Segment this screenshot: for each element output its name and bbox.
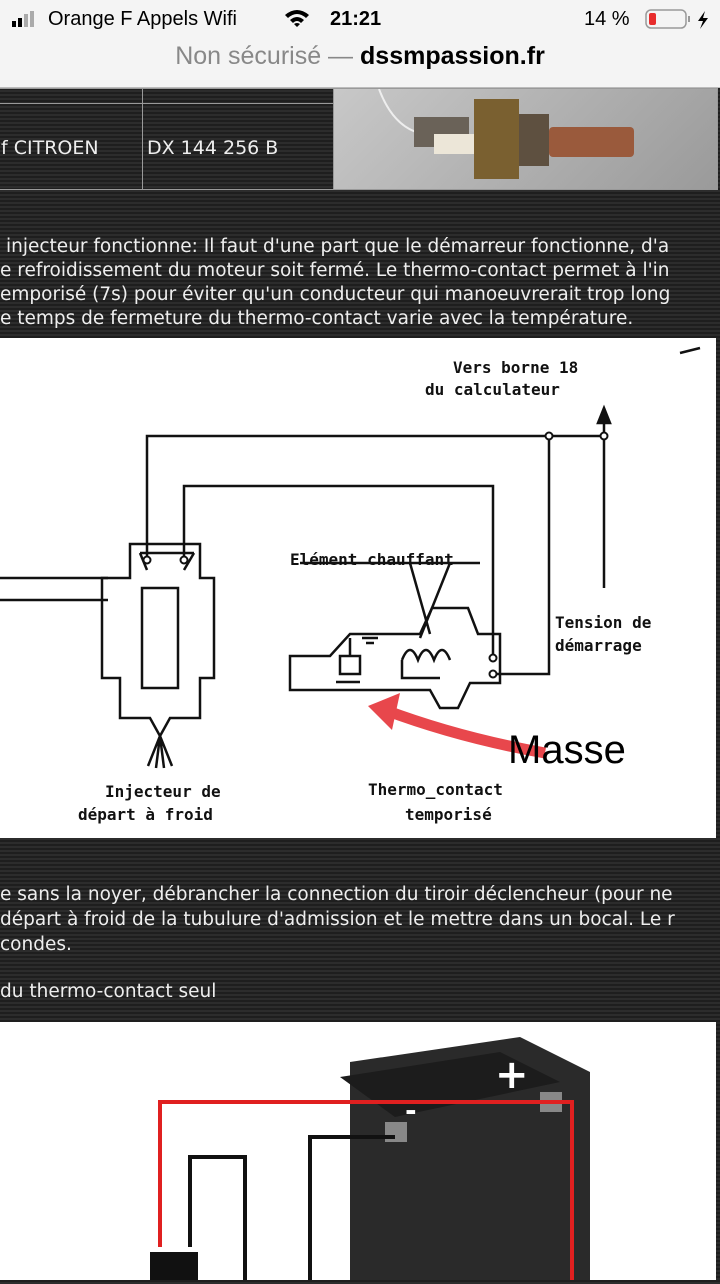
label-element-chauffant: Elément chauffant	[290, 550, 454, 569]
thermo-contact-photo	[333, 88, 718, 190]
status-bar: Orange F Appels Wifi 21:21 14 %	[0, 0, 720, 38]
text-line: départ à froid de la tubulure d'admissio…	[0, 909, 675, 930]
caption: du thermo-contact seul	[0, 981, 217, 1002]
domain: dssmpassion.fr	[360, 42, 545, 70]
minus-label: -	[405, 1094, 417, 1127]
text-line: condes.	[0, 934, 72, 955]
security-label: Non sécurisé —	[175, 42, 354, 70]
clock: 21:21	[330, 8, 382, 30]
circuit-diagram: Vers borne 18 du calculateur Elément cha…	[0, 338, 716, 838]
label-thermo-contact: Thermo_contact	[368, 780, 503, 799]
label-calculateur: du calculateur	[425, 380, 560, 399]
table-cell: DX 144 256 B	[142, 103, 334, 190]
label-vers-borne: Vers borne 18	[453, 358, 579, 377]
label-depart-froid: départ à froid	[78, 805, 213, 824]
wifi-icon	[284, 8, 310, 34]
battery-illustration	[150, 1037, 590, 1280]
table-cell: f CITROEN	[0, 103, 143, 190]
text-line: e sans la noyer, débrancher la connectio…	[0, 884, 673, 905]
battery-test-photo: + -	[0, 1022, 716, 1280]
carrier: Orange F Appels Wifi	[48, 8, 237, 30]
text-line: injecteur fonctionne: Il faut d'une part…	[6, 236, 670, 257]
label-masse: Masse	[508, 728, 626, 772]
label-temporise: temporisé	[405, 805, 492, 824]
battery-percent: 14 %	[584, 8, 630, 30]
label-demarrage: démarrage	[555, 636, 642, 655]
label-tension: Tension de	[555, 613, 652, 632]
text-line: e refroidissement du moteur soit fermé. …	[0, 260, 670, 281]
table-cell	[142, 88, 334, 104]
text-line: e temps de fermeture du thermo-contact v…	[0, 308, 634, 329]
battery-icon	[645, 9, 715, 37]
arrow-icon	[383, 704, 546, 759]
plus-label: +	[495, 1052, 529, 1098]
label-injecteur: Injecteur de	[105, 782, 221, 801]
text-line: emporisé (7s) pour éviter qu'un conducte…	[0, 284, 671, 305]
table-cell	[0, 88, 143, 104]
circuit-lines	[0, 346, 701, 769]
signal-icon	[12, 10, 44, 34]
url-bar[interactable]: Non sécurisé — dssmpassion.fr	[0, 38, 720, 88]
